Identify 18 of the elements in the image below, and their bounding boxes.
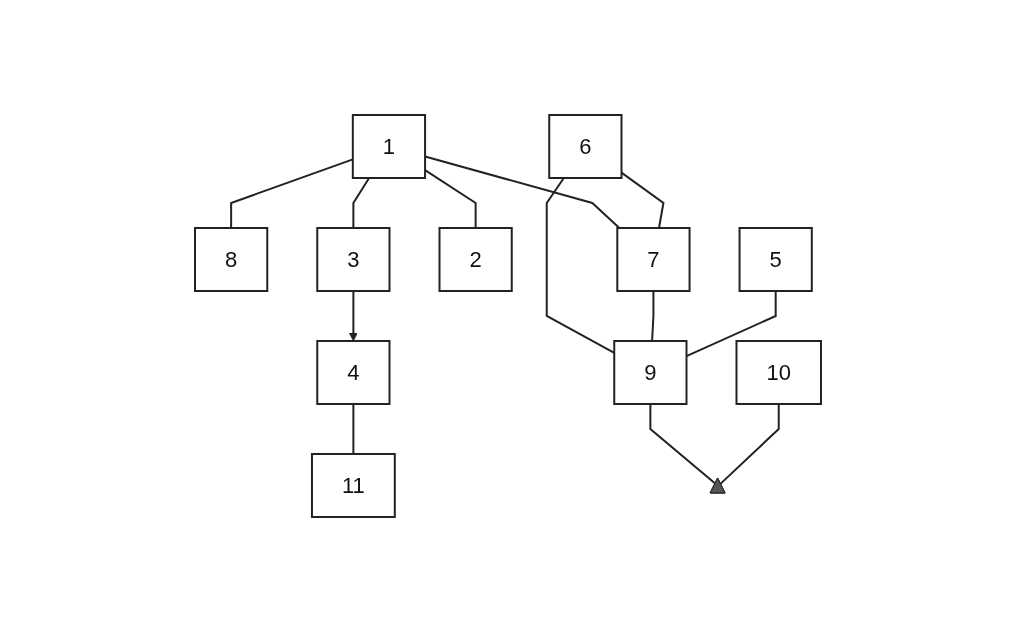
- arrow: [348, 290, 358, 342]
- node-box: 5: [738, 227, 813, 292]
- node-box: 9: [612, 340, 687, 405]
- node-box: 11: [310, 453, 396, 518]
- connector: [648, 403, 716, 485]
- node-box: 1: [351, 114, 426, 179]
- node-box: 4: [315, 340, 390, 405]
- node-box: 3: [315, 227, 390, 292]
- connector: [351, 177, 370, 229]
- connector: [650, 290, 654, 342]
- connector: [620, 171, 665, 229]
- node-box: 2: [438, 227, 513, 292]
- connector: [719, 403, 780, 485]
- node-box: 7: [615, 227, 691, 292]
- node-box: 6: [547, 114, 622, 179]
- node-box: 8: [193, 227, 268, 292]
- connector: [351, 403, 354, 455]
- node-box: 10: [735, 340, 822, 405]
